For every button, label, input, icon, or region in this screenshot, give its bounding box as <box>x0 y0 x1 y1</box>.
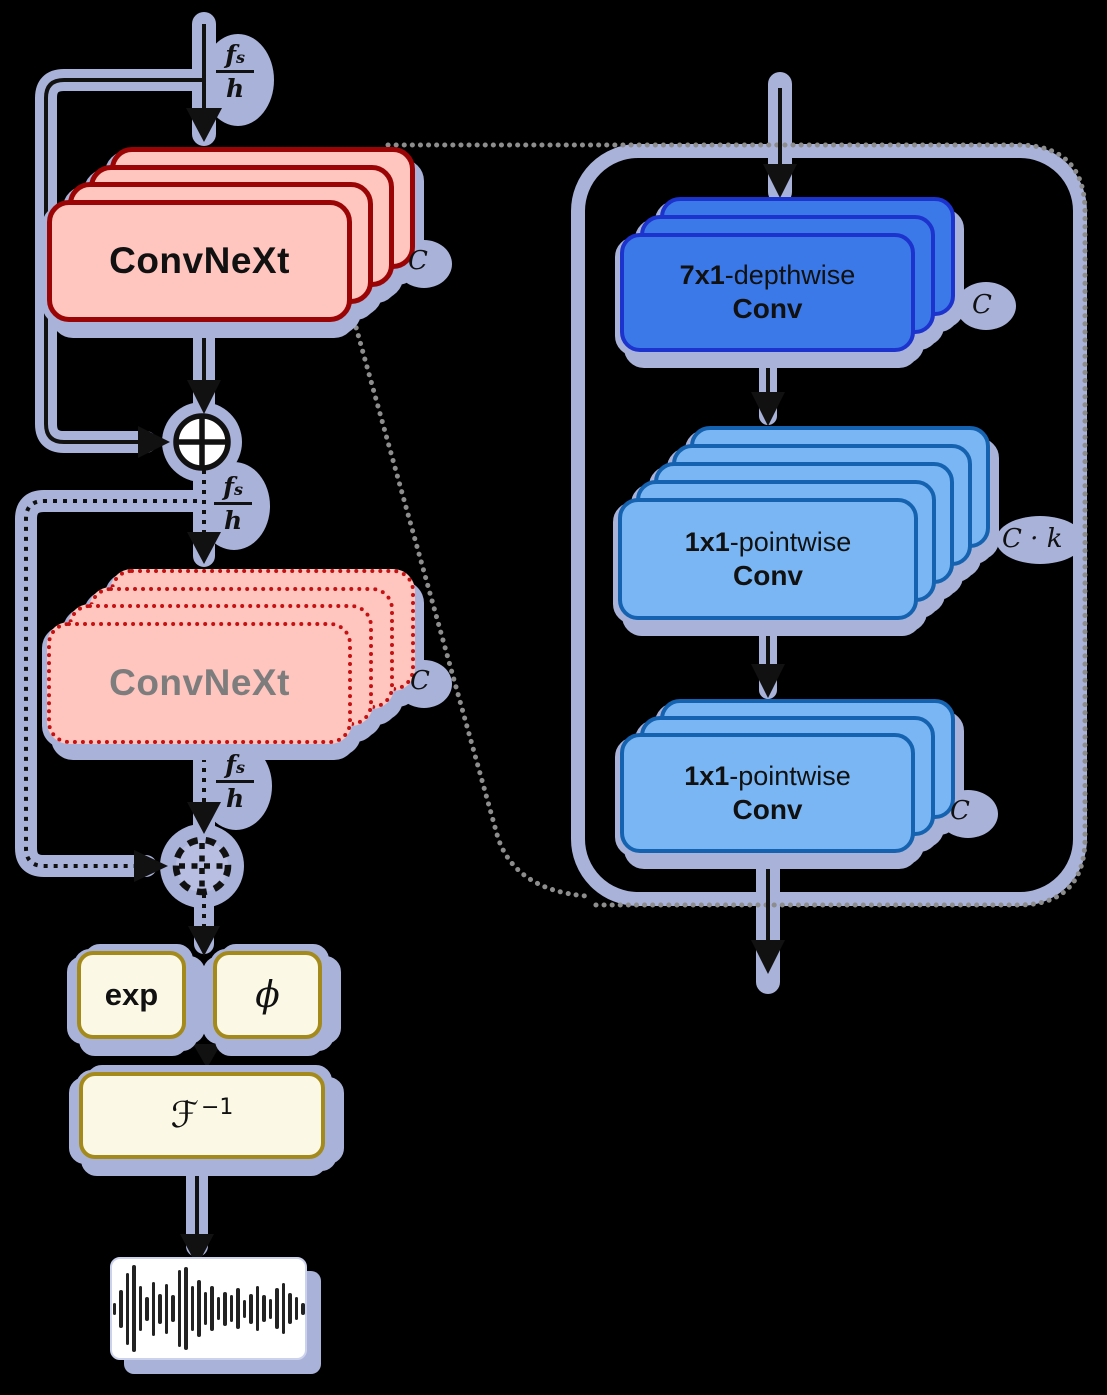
waveform-bar <box>268 1298 272 1319</box>
exp-label: exp <box>104 977 159 1012</box>
waveform-bar <box>236 1288 240 1329</box>
phase-box: ϕ <box>213 951 322 1039</box>
head-operators: exp ϕ ℱ−1 <box>60 938 340 1173</box>
rate-denominator: h <box>216 780 255 811</box>
waveform-bar <box>203 1292 207 1325</box>
phi-label: ϕ <box>255 974 280 1016</box>
fourier-exponent: −1 <box>200 1095 234 1120</box>
convnext-label: ConvNeXt <box>109 662 290 703</box>
channels-label: C <box>950 796 970 826</box>
stack-layer-front: 1x1-pointwise Conv <box>618 498 918 620</box>
kernel-size: 1x1 <box>684 526 730 557</box>
pointwise-conv-stack-expand: 1x1-pointwise Conv <box>618 426 990 620</box>
zoom-panel-border <box>571 144 1087 906</box>
waveform-bar <box>125 1272 129 1345</box>
channels-label: C <box>408 246 428 276</box>
rate-denominator: h <box>214 502 253 533</box>
rate-numerator: f <box>223 472 234 501</box>
waveform-bar <box>151 1281 155 1336</box>
rate-numerator: f <box>225 40 236 69</box>
waveform-bar <box>164 1283 168 1334</box>
stack-layer-front: 7x1-depthwise Conv <box>620 233 915 352</box>
waveform-bar <box>262 1295 266 1322</box>
waveform-bar <box>223 1291 227 1326</box>
convnext-stack-solid: ConvNeXt <box>47 147 415 322</box>
waveform-bar <box>210 1286 214 1331</box>
waveform-bar <box>184 1267 188 1350</box>
inverse-fourier-box: ℱ−1 <box>79 1072 325 1159</box>
waveform-bar <box>190 1286 194 1331</box>
waveform-bar <box>288 1293 292 1324</box>
rate-subscript: s <box>235 758 245 777</box>
stack-layer-front: 1x1-pointwise Conv <box>620 733 915 853</box>
conv-label: Conv <box>733 559 803 591</box>
conv-label: Conv <box>732 293 803 324</box>
waveform-bar <box>171 1295 175 1322</box>
waveform-bar <box>249 1293 253 1324</box>
rate-denominator: h <box>216 70 255 101</box>
conv-kernel-label: 7x1-depthwise <box>680 260 856 291</box>
waveform-bar <box>177 1270 181 1347</box>
convnext-label: ConvNeXt <box>109 240 290 281</box>
waveform-bar <box>281 1283 285 1334</box>
waveform-bar <box>158 1293 162 1324</box>
channels-label: C <box>410 666 430 696</box>
waveform-icon <box>110 1257 307 1360</box>
waveform-bar <box>132 1265 136 1352</box>
waveform-bar <box>242 1299 246 1318</box>
waveform-bar <box>119 1289 123 1328</box>
conv-label: Conv <box>732 793 803 825</box>
pointwise-conv-stack-project: 1x1-pointwise Conv <box>620 699 955 853</box>
conv-type: -pointwise <box>729 526 852 557</box>
waveform-bar <box>275 1288 279 1329</box>
waveform-bar <box>145 1296 149 1321</box>
waveform-bar <box>112 1302 116 1315</box>
stack-layer-front: ConvNeXt <box>47 200 352 322</box>
exp-box: exp <box>77 951 186 1039</box>
rate-subscript: s <box>233 480 243 499</box>
conv-kernel-label: 1x1-pointwise <box>684 761 851 792</box>
convnext-stack-dotted: ConvNeXt <box>47 569 415 744</box>
inverse-fourier-label: ℱ−1 <box>171 1095 234 1136</box>
sum-node-solid <box>173 413 231 471</box>
rate-subscript: s <box>235 48 245 67</box>
channels-label: C <box>972 290 992 320</box>
fourier-glyph: ℱ <box>170 1095 199 1136</box>
conv-kernel-label: 1x1-pointwise <box>685 527 852 558</box>
sum-node-dashed <box>172 836 232 896</box>
waveform-bar <box>138 1286 142 1331</box>
waveform-bars <box>112 1265 305 1352</box>
stack-layer-front: ConvNeXt <box>47 622 352 744</box>
waveform-bar <box>197 1280 201 1337</box>
rate-numerator: f <box>225 750 236 779</box>
conv-type: -pointwise <box>729 760 851 791</box>
waveform-bar <box>294 1297 298 1320</box>
waveform-bar <box>229 1295 233 1322</box>
waveform-bar <box>255 1286 259 1331</box>
waveform-bar <box>301 1302 305 1315</box>
kernel-size: 7x1 <box>679 260 725 290</box>
conv-type: -depthwise <box>724 260 856 290</box>
kernel-size: 1x1 <box>684 760 730 791</box>
waveform-bar <box>216 1297 220 1320</box>
depthwise-conv-stack: 7x1-depthwise Conv <box>620 197 955 352</box>
channels-label: C · k <box>1002 524 1063 554</box>
